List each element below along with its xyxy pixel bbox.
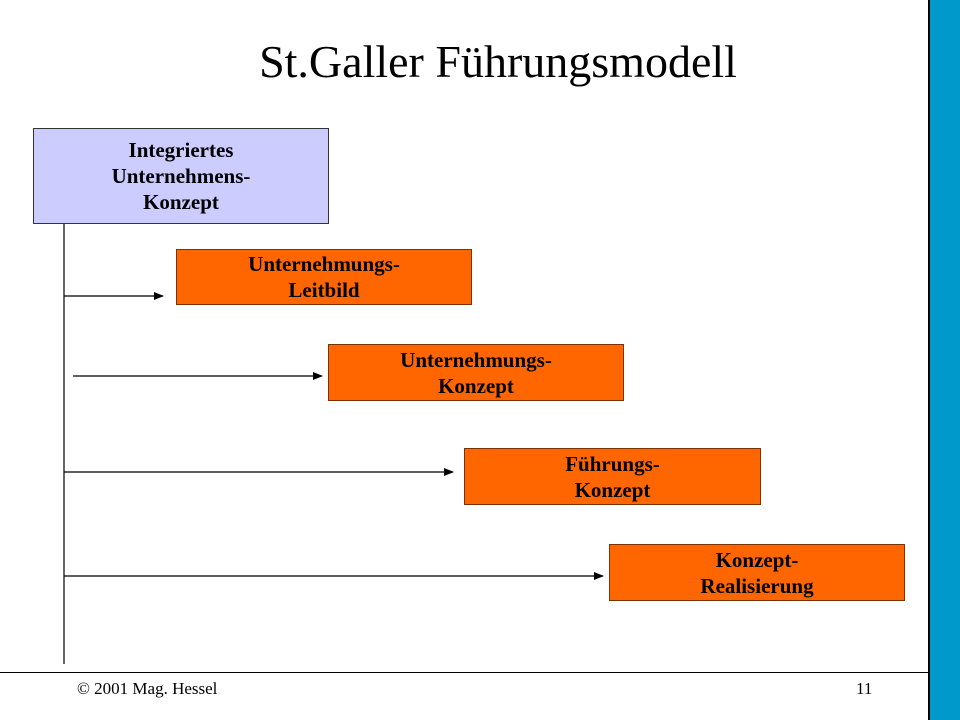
box-unternehmungs-leitbild: Unternehmungs- Leitbild [176, 249, 472, 305]
box-integriertes-unternehmens-konzept: Integriertes Unternehmens- Konzept [33, 128, 329, 224]
footer-copyright: © 2001 Mag. Hessel [77, 679, 218, 698]
side-accent-bar [928, 0, 960, 720]
box-label: Unternehmungs- Leitbild [248, 252, 400, 302]
connector-lines [63, 224, 604, 664]
box-unternehmungs-konzept: Unternehmungs- Konzept [328, 344, 624, 401]
footer-divider [0, 672, 928, 673]
page-number: 11 [856, 679, 873, 698]
box-konzept-realisierung: Konzept- Realisierung [609, 544, 905, 601]
box-fuehrungs-konzept: Führungs- Konzept [464, 448, 761, 505]
box-label: Konzept- Realisierung [700, 547, 814, 598]
box-label: Integriertes Unternehmens- Konzept [111, 138, 251, 214]
box-label: Führungs- Konzept [565, 451, 660, 502]
box-label: Unternehmungs- Konzept [400, 347, 552, 398]
slide-title: St.Galler Führungsmodell [259, 36, 737, 87]
